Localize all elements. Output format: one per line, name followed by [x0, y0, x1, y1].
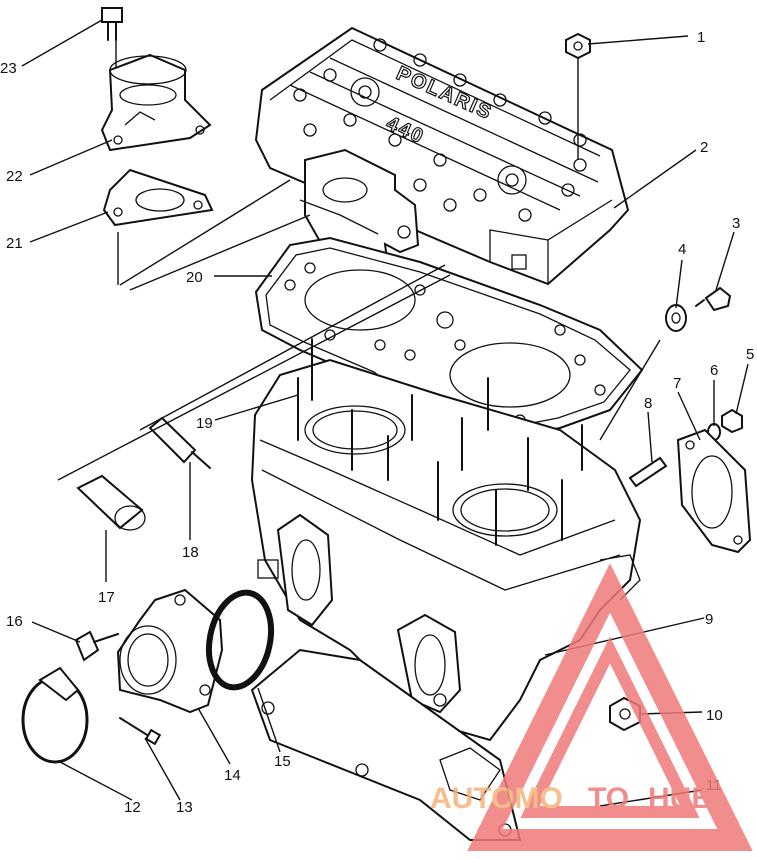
o-ring — [206, 589, 274, 691]
callout-2: 2 — [700, 139, 708, 156]
callout-12: 12 — [124, 799, 141, 816]
callout-6: 6 — [710, 362, 718, 379]
callout-17: 17 — [98, 589, 115, 606]
callout-20: 20 — [186, 269, 203, 286]
callout-13: 13 — [176, 799, 193, 816]
watermark-triangle-inner — [520, 636, 700, 818]
nut-5 — [721, 408, 743, 434]
nut-1 — [565, 32, 591, 60]
callout-14: 14 — [224, 767, 241, 784]
clamp-screw — [119, 717, 162, 746]
thermostat-gasket — [102, 168, 214, 227]
cylinder-studs — [297, 339, 583, 546]
callout-7: 7 — [673, 375, 681, 392]
watermark: AUTOMO TO HUB — [430, 563, 753, 851]
washer-4 — [665, 304, 687, 332]
bolt-3 — [695, 286, 732, 312]
callout-9: 9 — [705, 611, 713, 628]
hose-clamp — [21, 666, 89, 764]
callout-15: 15 — [274, 753, 291, 770]
watermark-text-part1: AUTOMO — [430, 782, 563, 815]
intake-adaptor — [116, 588, 224, 714]
watermark-triangle-outer — [467, 563, 753, 851]
callout-4: 4 — [678, 241, 686, 258]
intake-flange-gasket — [250, 648, 522, 841]
cylinder-block — [250, 358, 642, 742]
bushing-17 — [76, 474, 146, 531]
callout-22: 22 — [6, 168, 23, 185]
intake-bolt — [74, 630, 119, 662]
callout-18: 18 — [182, 544, 199, 561]
callout-1: 1 — [697, 29, 705, 46]
explode-lines — [57, 40, 661, 481]
temperature-sensor — [148, 416, 211, 469]
watermark-text-part3: HUB — [648, 782, 713, 815]
callout-16: 16 — [6, 613, 23, 630]
watermark-text-part2: TO — [588, 782, 629, 815]
callout-19: 19 — [196, 415, 213, 432]
callout-10: 10 — [706, 707, 723, 724]
callout-23: 23 — [0, 60, 17, 77]
thermostat-bolt — [101, 7, 123, 41]
exhaust-gasket — [676, 428, 752, 554]
thermostat-housing — [100, 53, 212, 152]
callout-8: 8 — [644, 395, 652, 412]
exhaust-stud — [628, 456, 668, 488]
callout-5: 5 — [746, 346, 754, 363]
callout-3: 3 — [732, 215, 740, 232]
callout-21: 21 — [6, 235, 23, 252]
